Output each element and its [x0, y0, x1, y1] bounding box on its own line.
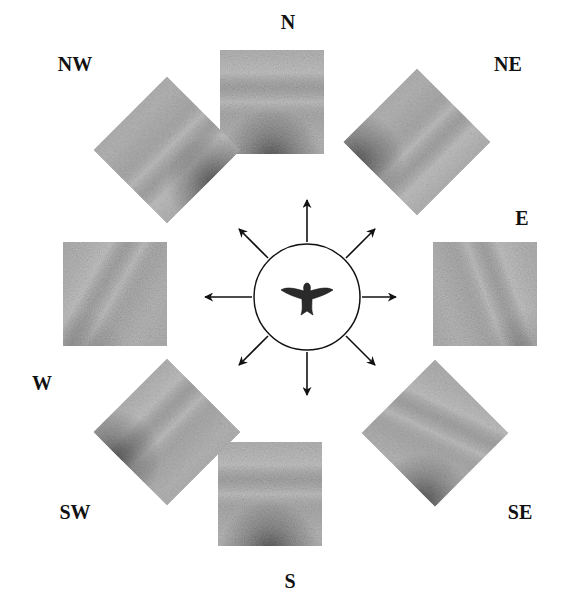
direction-label: NE: [494, 54, 522, 74]
stimulus-patch: [54, 37, 297, 280]
direction-label: N: [281, 12, 295, 32]
direction-arrows: [205, 200, 396, 395]
center-circle: [254, 244, 360, 350]
direction-label: SE: [508, 502, 532, 522]
stimulus-patch: [382, 191, 570, 396]
direction-label: W: [32, 373, 52, 393]
direction-label: E: [515, 208, 528, 228]
stimulus-patch: [192, 22, 352, 208]
direction-label: SW: [59, 502, 90, 522]
bird-icon: [281, 283, 333, 315]
stimulus-patch: [37, 319, 280, 562]
direction-label: S: [284, 571, 295, 591]
direction-label: NW: [58, 54, 92, 74]
stimulus-patch: [287, 29, 530, 272]
stimulus-patch: [6, 185, 225, 404]
